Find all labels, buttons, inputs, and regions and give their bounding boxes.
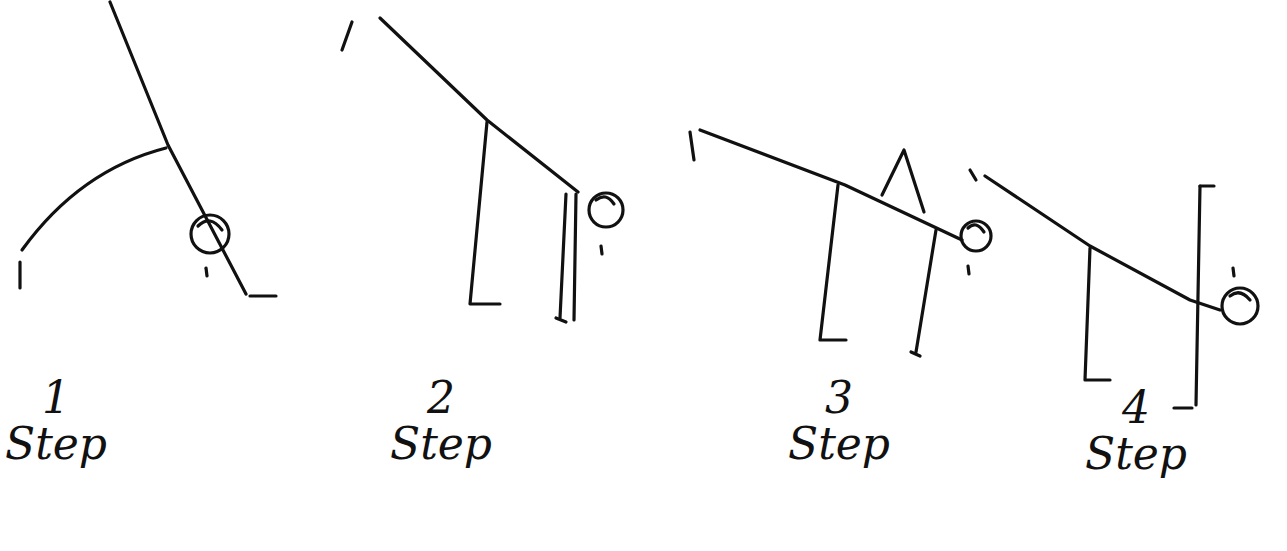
step-label: 3 Step — [783, 375, 895, 467]
step-label: 4 Step — [1080, 385, 1192, 477]
step-label: 1 Step — [0, 375, 112, 467]
step-label: 2 Step — [385, 375, 497, 467]
